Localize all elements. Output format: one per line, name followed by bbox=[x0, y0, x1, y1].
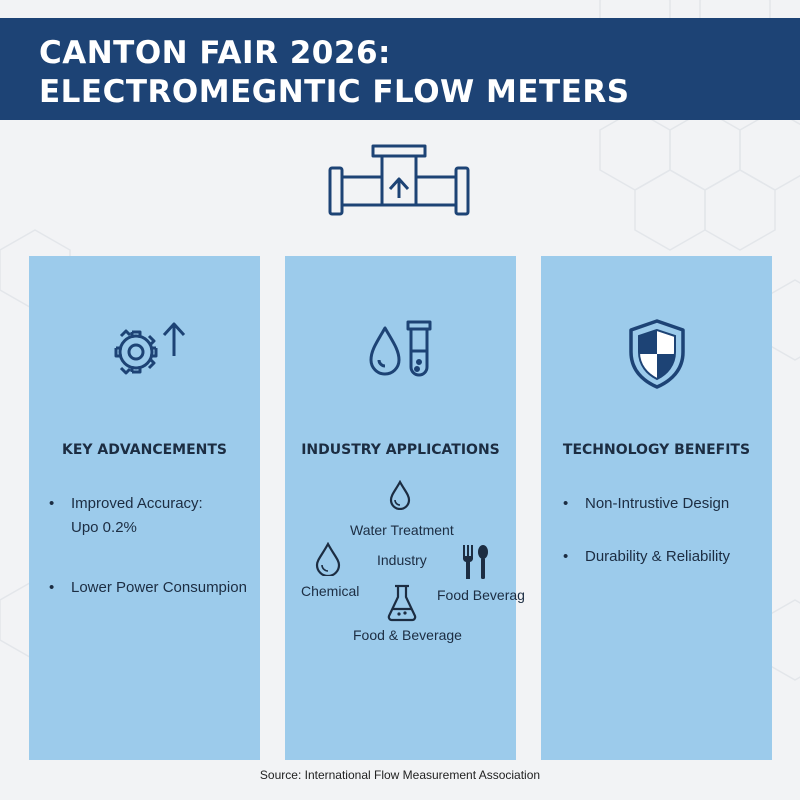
technology-benefits-heading: TECHNOLOGY BENEFITS bbox=[562, 442, 751, 458]
drop-test-tube-icon bbox=[369, 320, 432, 377]
page-title-line-2: ELECTROMEGNTIC FLOW METERS bbox=[39, 74, 630, 110]
page-title-line-1: CANTON FAIR 2026: bbox=[39, 35, 391, 71]
key-advancements-panel: KEY ADVANCEMENTS • Improved Accuracy: Up… bbox=[29, 256, 260, 760]
bullet-dot: • bbox=[49, 495, 55, 512]
application-food-beverage: Food & Beverage bbox=[353, 627, 462, 643]
bullet-text-continued: Upo 0.2% bbox=[71, 519, 137, 536]
bullet-text: Non-Intrustive Design bbox=[585, 495, 730, 512]
application-chemical: Chemical bbox=[301, 583, 360, 599]
technology-benefits-panel: TECHNOLOGY BENEFITS • Non-Intrustive Des… bbox=[541, 256, 772, 760]
application-food-beverage-short: Food Beverag bbox=[437, 587, 525, 603]
bullet-dot: • bbox=[563, 548, 569, 565]
water-drop-icon bbox=[389, 480, 411, 510]
title-banner: CANTON FAIR 2026: ELECTROMEGNTIC FLOW ME… bbox=[0, 18, 800, 120]
source-citation: Source: International Flow Measurement A… bbox=[259, 768, 541, 782]
industry-applications-panel: INDUSTRY APPLICATIONS Water Treatment In… bbox=[285, 256, 525, 760]
bullet-dot: • bbox=[49, 579, 55, 596]
fork-spoon-icon bbox=[463, 545, 488, 579]
application-water-treatment: Water Treatment bbox=[350, 522, 454, 538]
bullet-text: Improved Accuracy: bbox=[71, 495, 203, 512]
bullet-text: Durability & Reliability bbox=[585, 548, 731, 565]
bullet-text: Lower Power Consumpion bbox=[71, 579, 247, 596]
shield-icon bbox=[629, 319, 685, 389]
industry-applications-heading: INDUSTRY APPLICATIONS bbox=[301, 442, 500, 458]
bullet-dot: • bbox=[563, 495, 569, 512]
flask-icon bbox=[387, 584, 417, 622]
chemical-drop-icon bbox=[315, 542, 341, 576]
pipe-flow-meter-icon bbox=[328, 144, 470, 216]
application-industry: Industry bbox=[377, 552, 427, 568]
key-advancements-heading: KEY ADVANCEMENTS bbox=[62, 442, 227, 458]
gear-arrow-up-icon bbox=[114, 322, 186, 375]
